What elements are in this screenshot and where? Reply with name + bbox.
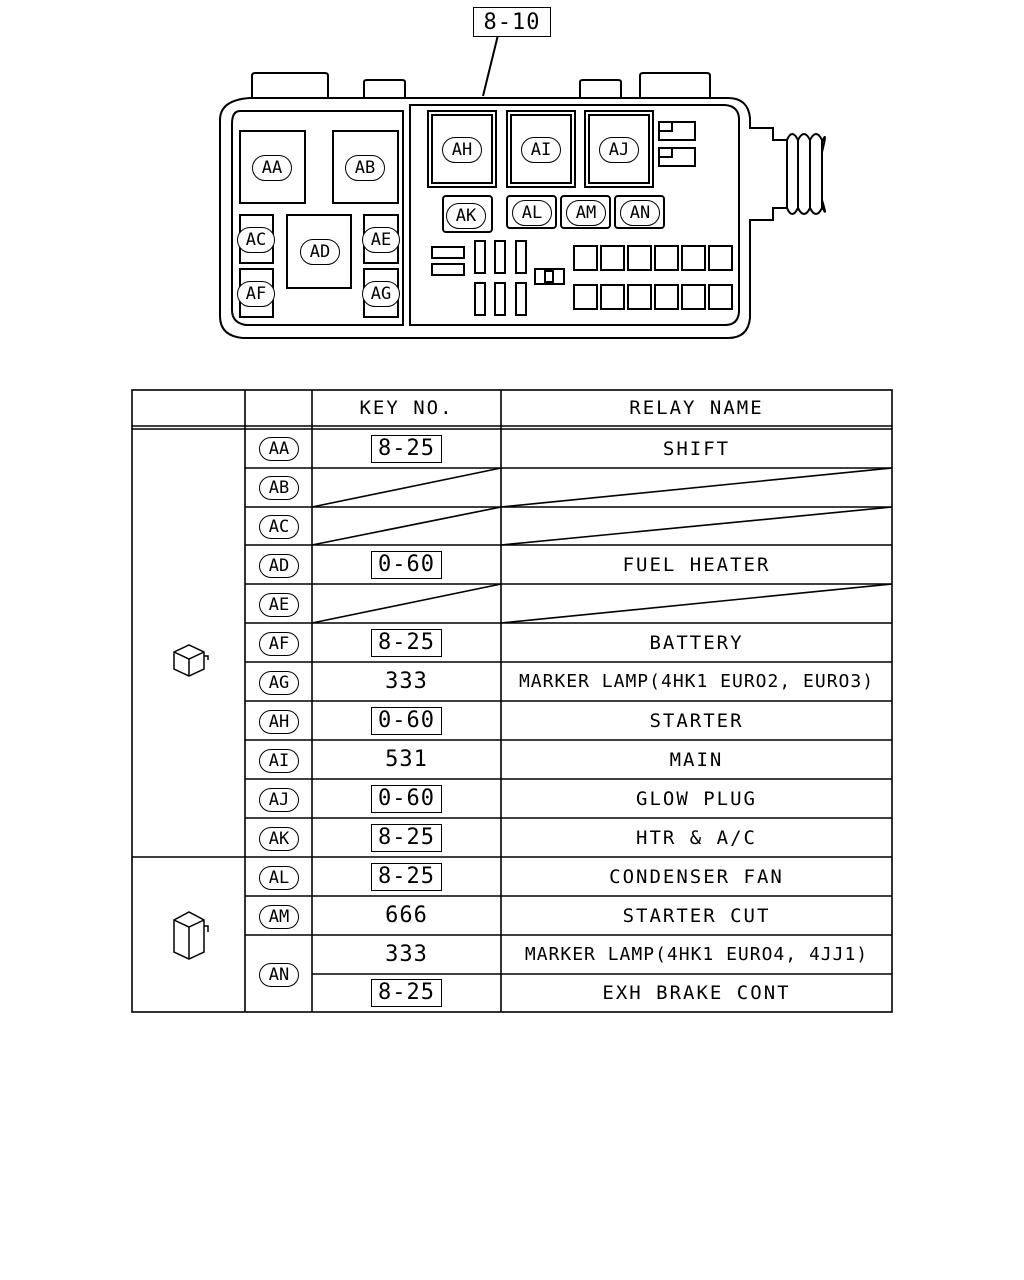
component-label-af: AF xyxy=(237,281,275,307)
component-label-ag: AG xyxy=(362,281,400,307)
key-no-value: 333 xyxy=(385,669,428,694)
row-code-ad: AD xyxy=(259,554,299,578)
relay-name: HTR & A/C xyxy=(636,826,757,849)
row-code-ai: AI xyxy=(259,749,299,773)
component-label-aa: AA xyxy=(252,155,292,181)
relay-name: FUEL HEATER xyxy=(622,553,771,576)
component-label-ac: AC xyxy=(237,227,275,253)
row-code-ae: AE xyxy=(259,593,299,617)
component-label-ad: AD xyxy=(300,239,340,265)
row-code-an: AN xyxy=(259,963,299,987)
relay-name: GLOW PLUG xyxy=(636,787,757,810)
component-label-aj: AJ xyxy=(599,137,639,163)
relay-name: MARKER LAMP(4HK1 EURO4, 4JJ1) xyxy=(524,944,869,965)
component-label-ai: AI xyxy=(521,137,561,163)
key-no-value: 8-25 xyxy=(371,823,442,852)
component-label-al: AL xyxy=(512,200,552,226)
relay-name: EXH BRAKE CONT xyxy=(602,982,791,1004)
key-no-value: 8-25 xyxy=(371,434,442,463)
row-code-aj: AJ xyxy=(259,788,299,812)
key-no-value: 8-25 xyxy=(371,979,442,1007)
key-no-value: 666 xyxy=(385,903,428,928)
row-code-af: AF xyxy=(259,632,299,656)
key-no-value: 333 xyxy=(385,942,428,967)
cube-relay-icon xyxy=(173,644,209,677)
key-no-cell: 8-25 xyxy=(312,857,501,896)
key-no-value: 531 xyxy=(385,747,428,772)
key-no-cell: 8-25 xyxy=(312,818,501,857)
row-code-al: AL xyxy=(259,866,299,890)
key-no-cell: 8-25 xyxy=(312,429,501,468)
row-code-ag: AG xyxy=(259,671,299,695)
key-no-cell: 0-60 xyxy=(312,779,501,818)
key-no-value: 0-60 xyxy=(371,550,442,579)
key-no-cell: 0-60 xyxy=(312,545,501,584)
component-label-ab: AB xyxy=(345,155,385,181)
component-label-an: AN xyxy=(620,200,660,226)
relay-name: CONDENSER FAN xyxy=(609,865,784,888)
key-no-value: 0-60 xyxy=(371,784,442,813)
row-code-ab: AB xyxy=(259,476,299,500)
relay-name: STARTER xyxy=(649,709,744,732)
relay-box-diagram xyxy=(219,34,826,339)
key-no-cell: 0-60 xyxy=(312,701,501,740)
tall-relay-icon xyxy=(173,911,209,960)
component-label-ae: AE xyxy=(362,227,400,253)
component-label-ah: AH xyxy=(442,137,482,163)
relay-name: MAIN xyxy=(669,748,724,771)
row-code-ac: AC xyxy=(259,515,299,539)
relay-name: BATTERY xyxy=(649,631,744,654)
component-label-ak: AK xyxy=(446,203,486,229)
row-code-ak: AK xyxy=(259,827,299,851)
row-code-aa: AA xyxy=(259,437,299,461)
component-label-am: AM xyxy=(566,200,606,226)
header-key-no: KEY NO. xyxy=(359,397,454,419)
relay-name: STARTER CUT xyxy=(622,904,771,927)
relay-name: SHIFT xyxy=(662,437,731,460)
key-no-value: 0-60 xyxy=(371,706,442,735)
relay-name: MARKER LAMP(4HK1 EURO2, EURO3) xyxy=(518,671,875,692)
key-no-cell: 8-25 xyxy=(312,623,501,662)
key-no-value: 8-25 xyxy=(371,628,442,657)
row-code-am: AM xyxy=(259,905,299,929)
reference-key-label: 8-10 xyxy=(473,7,551,37)
key-no-value: 8-25 xyxy=(371,862,442,891)
key-no-cell: 8-25 xyxy=(312,974,501,1012)
header-relay-name: RELAY NAME xyxy=(629,397,764,419)
row-code-ah: AH xyxy=(259,710,299,734)
